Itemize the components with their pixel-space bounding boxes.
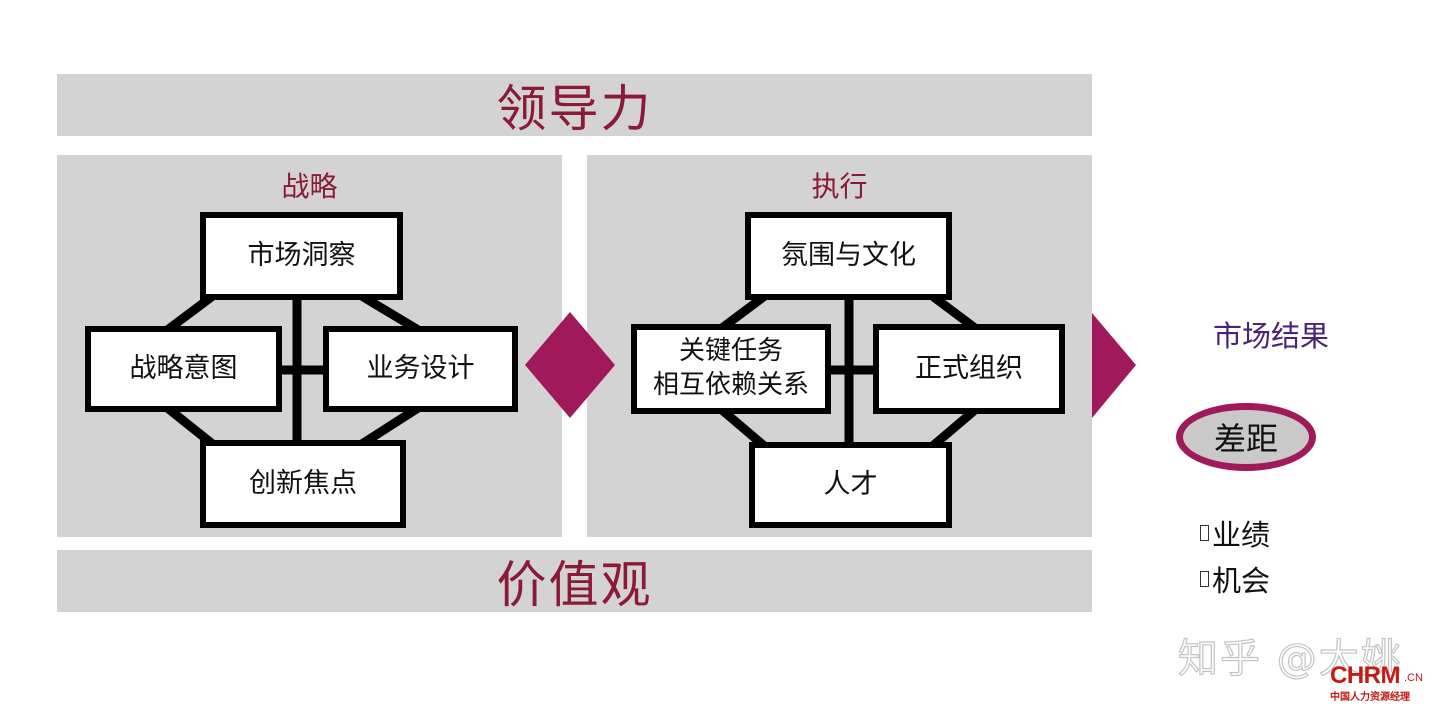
zhihu-watermark: 知乎 @大姚 <box>1177 635 1403 682</box>
bullet-performance: 业绩 <box>1200 512 1270 554</box>
node-critical-tasks: 关键任务 相互依赖关系 <box>631 324 831 414</box>
execution-connector-top-left <box>715 291 769 335</box>
bullet-opportunity: 机会 <box>1200 558 1270 600</box>
values-band: 价值观 <box>57 550 1092 614</box>
node-climate-culture: 氛围与文化 <box>745 212 952 300</box>
right-arrow <box>1092 313 1136 418</box>
diamond-connector <box>525 312 615 418</box>
execution-connector-bottom-left <box>715 403 769 451</box>
strategy-connector-bottom-right <box>358 403 422 449</box>
bullet-box-icon <box>1200 525 1209 541</box>
node-business-design: 业务设计 <box>323 326 518 412</box>
values-label: 价值观 <box>496 556 653 614</box>
strategy-connector-bottom-left <box>163 403 217 449</box>
execution-title: 执行 <box>811 170 868 203</box>
node-talent: 人才 <box>749 442 952 528</box>
node-market-insight: 市场洞察 <box>200 212 403 300</box>
strategy-connector-top-left <box>163 291 217 335</box>
strategy-title: 战略 <box>281 170 338 203</box>
node-formal-organization: 正式组织 <box>873 324 1065 414</box>
leadership-band: 领导力 <box>57 74 1092 138</box>
bullet-box-icon <box>1200 571 1209 587</box>
leadership-label: 领导力 <box>496 80 653 138</box>
execution-connector-top-right <box>928 291 982 335</box>
node-strategic-intent: 战略意图 <box>85 326 282 412</box>
chrm-logo: CHRM .CN 中国人力资源经理 <box>1330 662 1423 703</box>
execution-connector-bottom-right <box>928 403 982 451</box>
gap-oval: 差距 <box>1176 403 1316 471</box>
strategy-connector-top-right <box>358 291 422 335</box>
node-innovation-focus: 创新焦点 <box>200 440 406 528</box>
market-result-label: 市场结果 <box>1212 319 1329 353</box>
gap-label: 差距 <box>1213 420 1278 458</box>
